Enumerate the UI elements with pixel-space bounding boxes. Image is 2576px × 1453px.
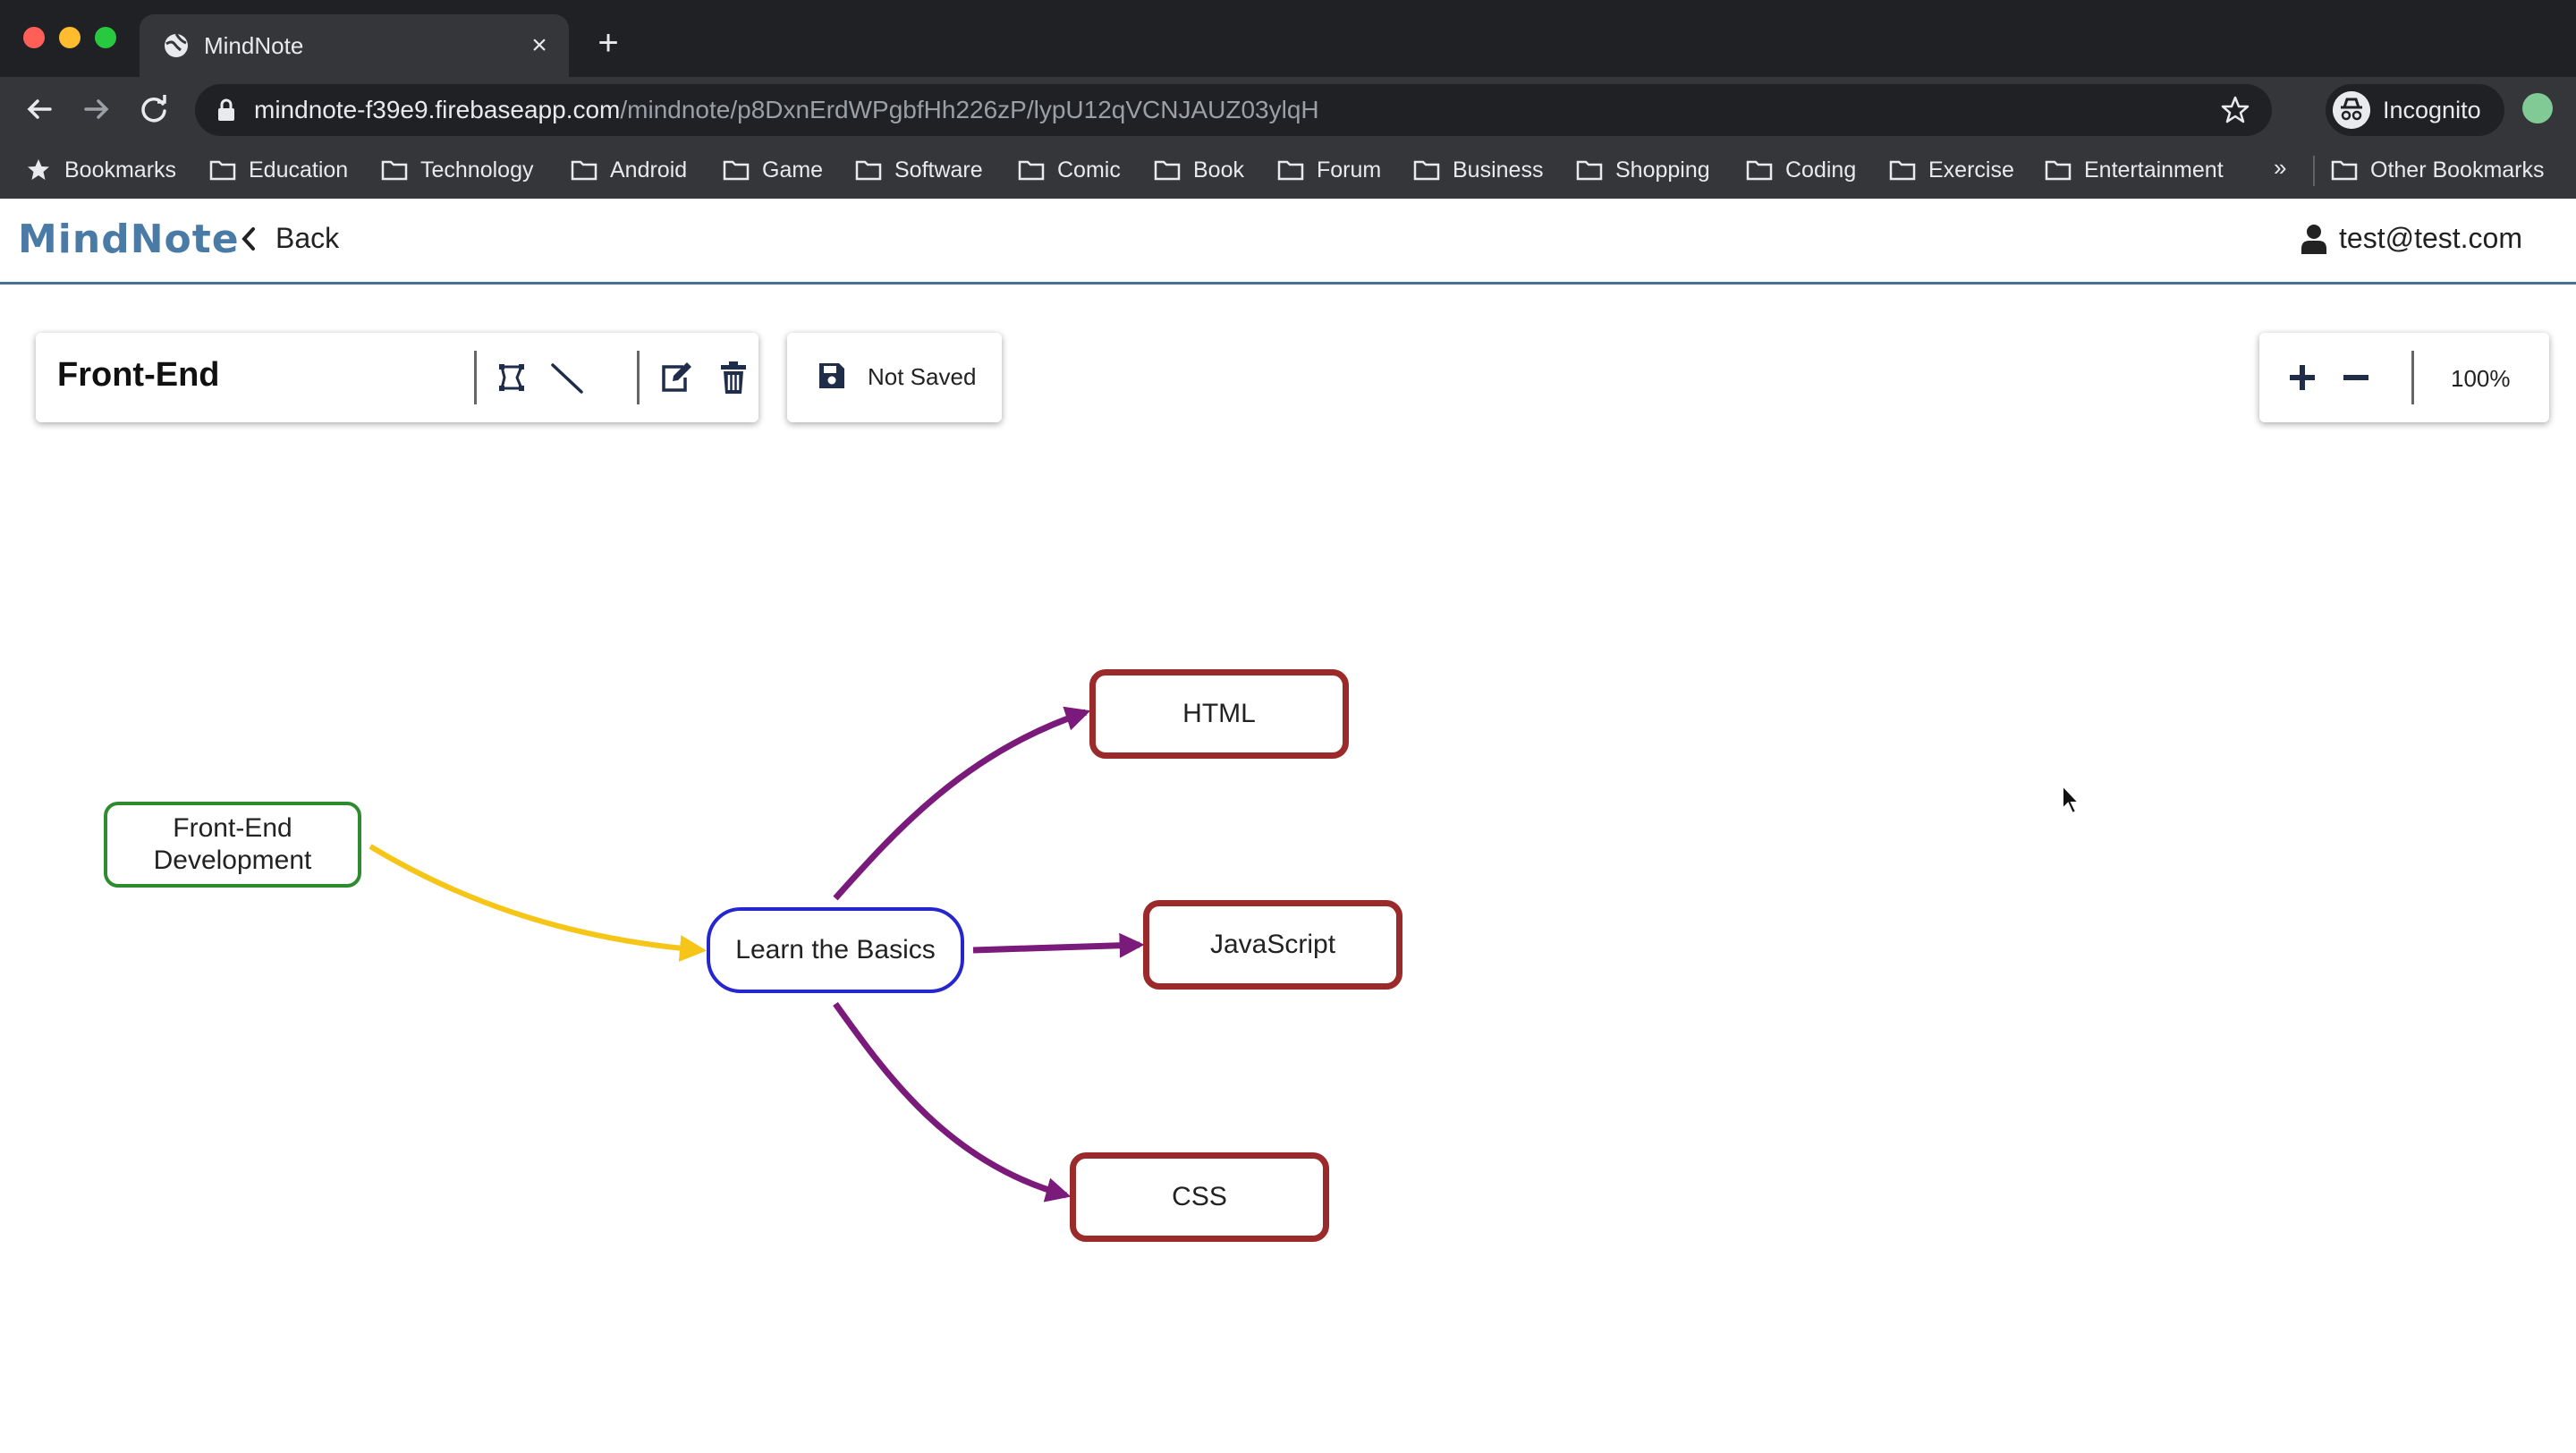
save-icon <box>819 363 844 388</box>
bookmark-folder-technology[interactable]: Technology <box>381 141 533 199</box>
incognito-icon <box>2333 91 2370 129</box>
address-bar[interactable]: mindnote-f39e9.firebaseapp.com/mindnote/… <box>195 84 2272 136</box>
zoom-in-icon[interactable] <box>2284 360 2320 395</box>
browser-tab[interactable]: MindNote × <box>140 14 569 77</box>
bookmark-folder-coding[interactable]: Coding <box>1746 141 1856 199</box>
globe-icon <box>165 33 188 57</box>
draw-line-icon[interactable] <box>549 360 585 395</box>
minimize-window-button[interactable] <box>59 27 80 48</box>
update-icon[interactable] <box>2522 93 2553 123</box>
node-html[interactable]: HTML <box>1089 669 1349 759</box>
folder-icon <box>723 160 750 181</box>
bookmark-item-bookmarks[interactable]: Bookmarks <box>25 141 176 199</box>
forward-arrow-icon[interactable] <box>77 89 116 129</box>
bookmark-folder-shopping[interactable]: Shopping <box>1576 141 1710 199</box>
folder-icon <box>1154 160 1181 181</box>
folder-icon <box>855 160 882 181</box>
incognito-profile-button[interactable]: Incognito <box>2326 84 2504 136</box>
lock-icon <box>218 98 234 121</box>
bookmark-folder-game[interactable]: Game <box>723 141 823 199</box>
user-email: test@test.com <box>2339 222 2522 254</box>
browser-tab-bar: MindNote × + <box>0 0 2576 77</box>
bookmark-folder-education[interactable]: Education <box>209 141 348 199</box>
user-icon <box>2301 224 2327 254</box>
zoom-divider <box>2411 351 2414 404</box>
edge-center-to-js[interactable] <box>972 932 1145 958</box>
zoom-out-icon[interactable] <box>2338 360 2374 395</box>
new-tab-button[interactable]: + <box>597 23 619 63</box>
folder-icon <box>1277 160 1304 181</box>
browser-toolbar: mindnote-f39e9.firebaseapp.com/mindnote/… <box>0 77 2576 141</box>
node-front-end-development[interactable]: Front-End Development <box>104 802 361 888</box>
star-icon <box>28 159 49 180</box>
bookmark-star-icon[interactable] <box>2220 95 2250 125</box>
bookmark-folder-android[interactable]: Android <box>571 141 687 199</box>
zoom-level: 100% <box>2451 365 2511 392</box>
node-javascript[interactable]: JavaScript <box>1143 900 1402 990</box>
folder-icon <box>1889 160 1916 181</box>
back-button[interactable]: Back <box>240 222 339 255</box>
bookmark-folder-comic[interactable]: Comic <box>1018 141 1121 199</box>
app-logo[interactable]: MindNote <box>18 217 240 262</box>
zoom-panel: 100% <box>2259 333 2549 422</box>
save-status-button[interactable]: Not Saved <box>787 333 1002 422</box>
bookmark-folder-business[interactable]: Business <box>1413 141 1543 199</box>
edge-center-to-css[interactable] <box>833 1001 1072 1202</box>
folder-icon <box>1018 160 1045 181</box>
edge-center-to-html[interactable] <box>833 706 1091 901</box>
folder-icon <box>2331 160 2358 181</box>
bookmark-folder-entertainment[interactable]: Entertainment <box>2045 141 2224 199</box>
bookmark-folder-software[interactable]: Software <box>855 141 983 199</box>
user-menu[interactable]: test@test.com <box>2300 222 2522 255</box>
folder-icon <box>1576 160 1603 181</box>
reload-icon[interactable] <box>134 89 174 129</box>
map-title-panel: Front-End <box>36 333 758 422</box>
bookmark-folder-other[interactable]: Other Bookmarks <box>2331 141 2545 199</box>
back-label: Back <box>275 222 340 254</box>
bookmark-folder-book[interactable]: Book <box>1154 141 1244 199</box>
folder-icon <box>381 160 408 181</box>
node-css[interactable]: CSS <box>1070 1152 1329 1242</box>
chevron-left-icon <box>242 226 255 251</box>
bookmark-folder-exercise[interactable]: Exercise <box>1889 141 2014 199</box>
save-status-label: Not Saved <box>868 363 977 390</box>
edit-icon[interactable] <box>658 360 694 395</box>
toolbar-divider <box>637 351 640 404</box>
bookmarks-bar: Bookmarks Education Technology Android G… <box>0 141 2576 199</box>
folder-icon <box>209 160 236 181</box>
back-arrow-icon[interactable] <box>20 89 59 129</box>
edge-root-to-center[interactable] <box>369 844 707 962</box>
incognito-label: Incognito <box>2383 97 2481 123</box>
url-text: mindnote-f39e9.firebaseapp.com/mindnote/… <box>254 96 1319 123</box>
folder-icon <box>1746 160 1773 181</box>
folder-icon <box>1413 160 1440 181</box>
toolbar-divider <box>474 351 477 404</box>
maximize-window-button[interactable] <box>95 27 116 48</box>
trash-icon[interactable] <box>716 360 751 395</box>
bookmarks-divider <box>2313 156 2315 186</box>
app-header: MindNote Back test@test.com <box>0 199 2576 285</box>
tab-title: MindNote <box>204 32 304 59</box>
add-node-icon[interactable] <box>494 360 530 395</box>
map-title[interactable]: Front-End <box>57 356 220 394</box>
folder-icon <box>571 160 597 181</box>
folder-icon <box>2045 160 2072 181</box>
bookmark-folder-forum[interactable]: Forum <box>1277 141 1381 199</box>
close-window-button[interactable] <box>23 27 45 48</box>
close-tab-icon[interactable]: × <box>531 30 547 60</box>
node-learn-the-basics[interactable]: Learn the Basics <box>707 907 964 993</box>
mouse-cursor-icon <box>2062 784 2081 815</box>
bookmarks-overflow-button[interactable]: » <box>2274 154 2287 181</box>
